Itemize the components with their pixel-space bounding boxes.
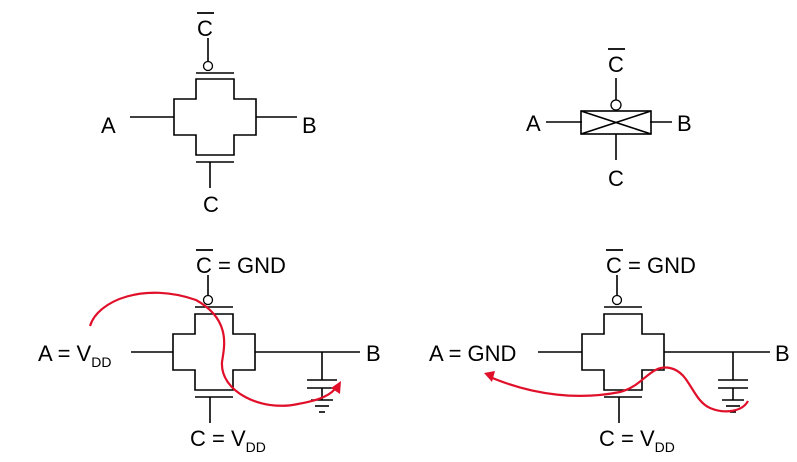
- symbol-gate-label-c-bar: C: [608, 52, 624, 77]
- gate-label-c-bar-gnd: C = GND: [606, 253, 696, 278]
- output-label-b: B: [302, 113, 317, 138]
- input-label-a: A: [101, 113, 116, 138]
- tg-symbol-top-right: A B C C: [526, 48, 692, 191]
- gate-label-c-bar: C: [197, 16, 213, 41]
- input-label-a-vdd: A = VDD: [38, 341, 111, 370]
- current-path-curve: [489, 366, 749, 413]
- arrowhead: [484, 371, 495, 382]
- symbol-output-label-b: B: [677, 111, 692, 136]
- tg-schematic-top-left: A B C C: [101, 12, 317, 217]
- input-label-a-gnd: A = GND: [429, 341, 516, 366]
- gate-label-c-vdd: C = VDD: [599, 426, 675, 455]
- output-label-b: B: [366, 341, 381, 366]
- symbol-gate-label-c: C: [608, 166, 624, 191]
- tg-pass-vdd-bottom-left: A = VDD B C = GND C = VDD: [38, 249, 381, 455]
- gate-label-c-vdd: C = VDD: [190, 426, 266, 455]
- symbol-input-label-a: A: [526, 111, 541, 136]
- tg-pass-gnd-bottom-right: A = GND B C = GND C = VDD: [429, 249, 790, 455]
- current-path-curve: [88, 291, 338, 407]
- gate-label-c: C: [203, 192, 219, 217]
- output-label-b: B: [775, 341, 790, 366]
- arrowhead: [331, 381, 341, 394]
- gate-label-c-bar-gnd: C = GND: [196, 253, 286, 278]
